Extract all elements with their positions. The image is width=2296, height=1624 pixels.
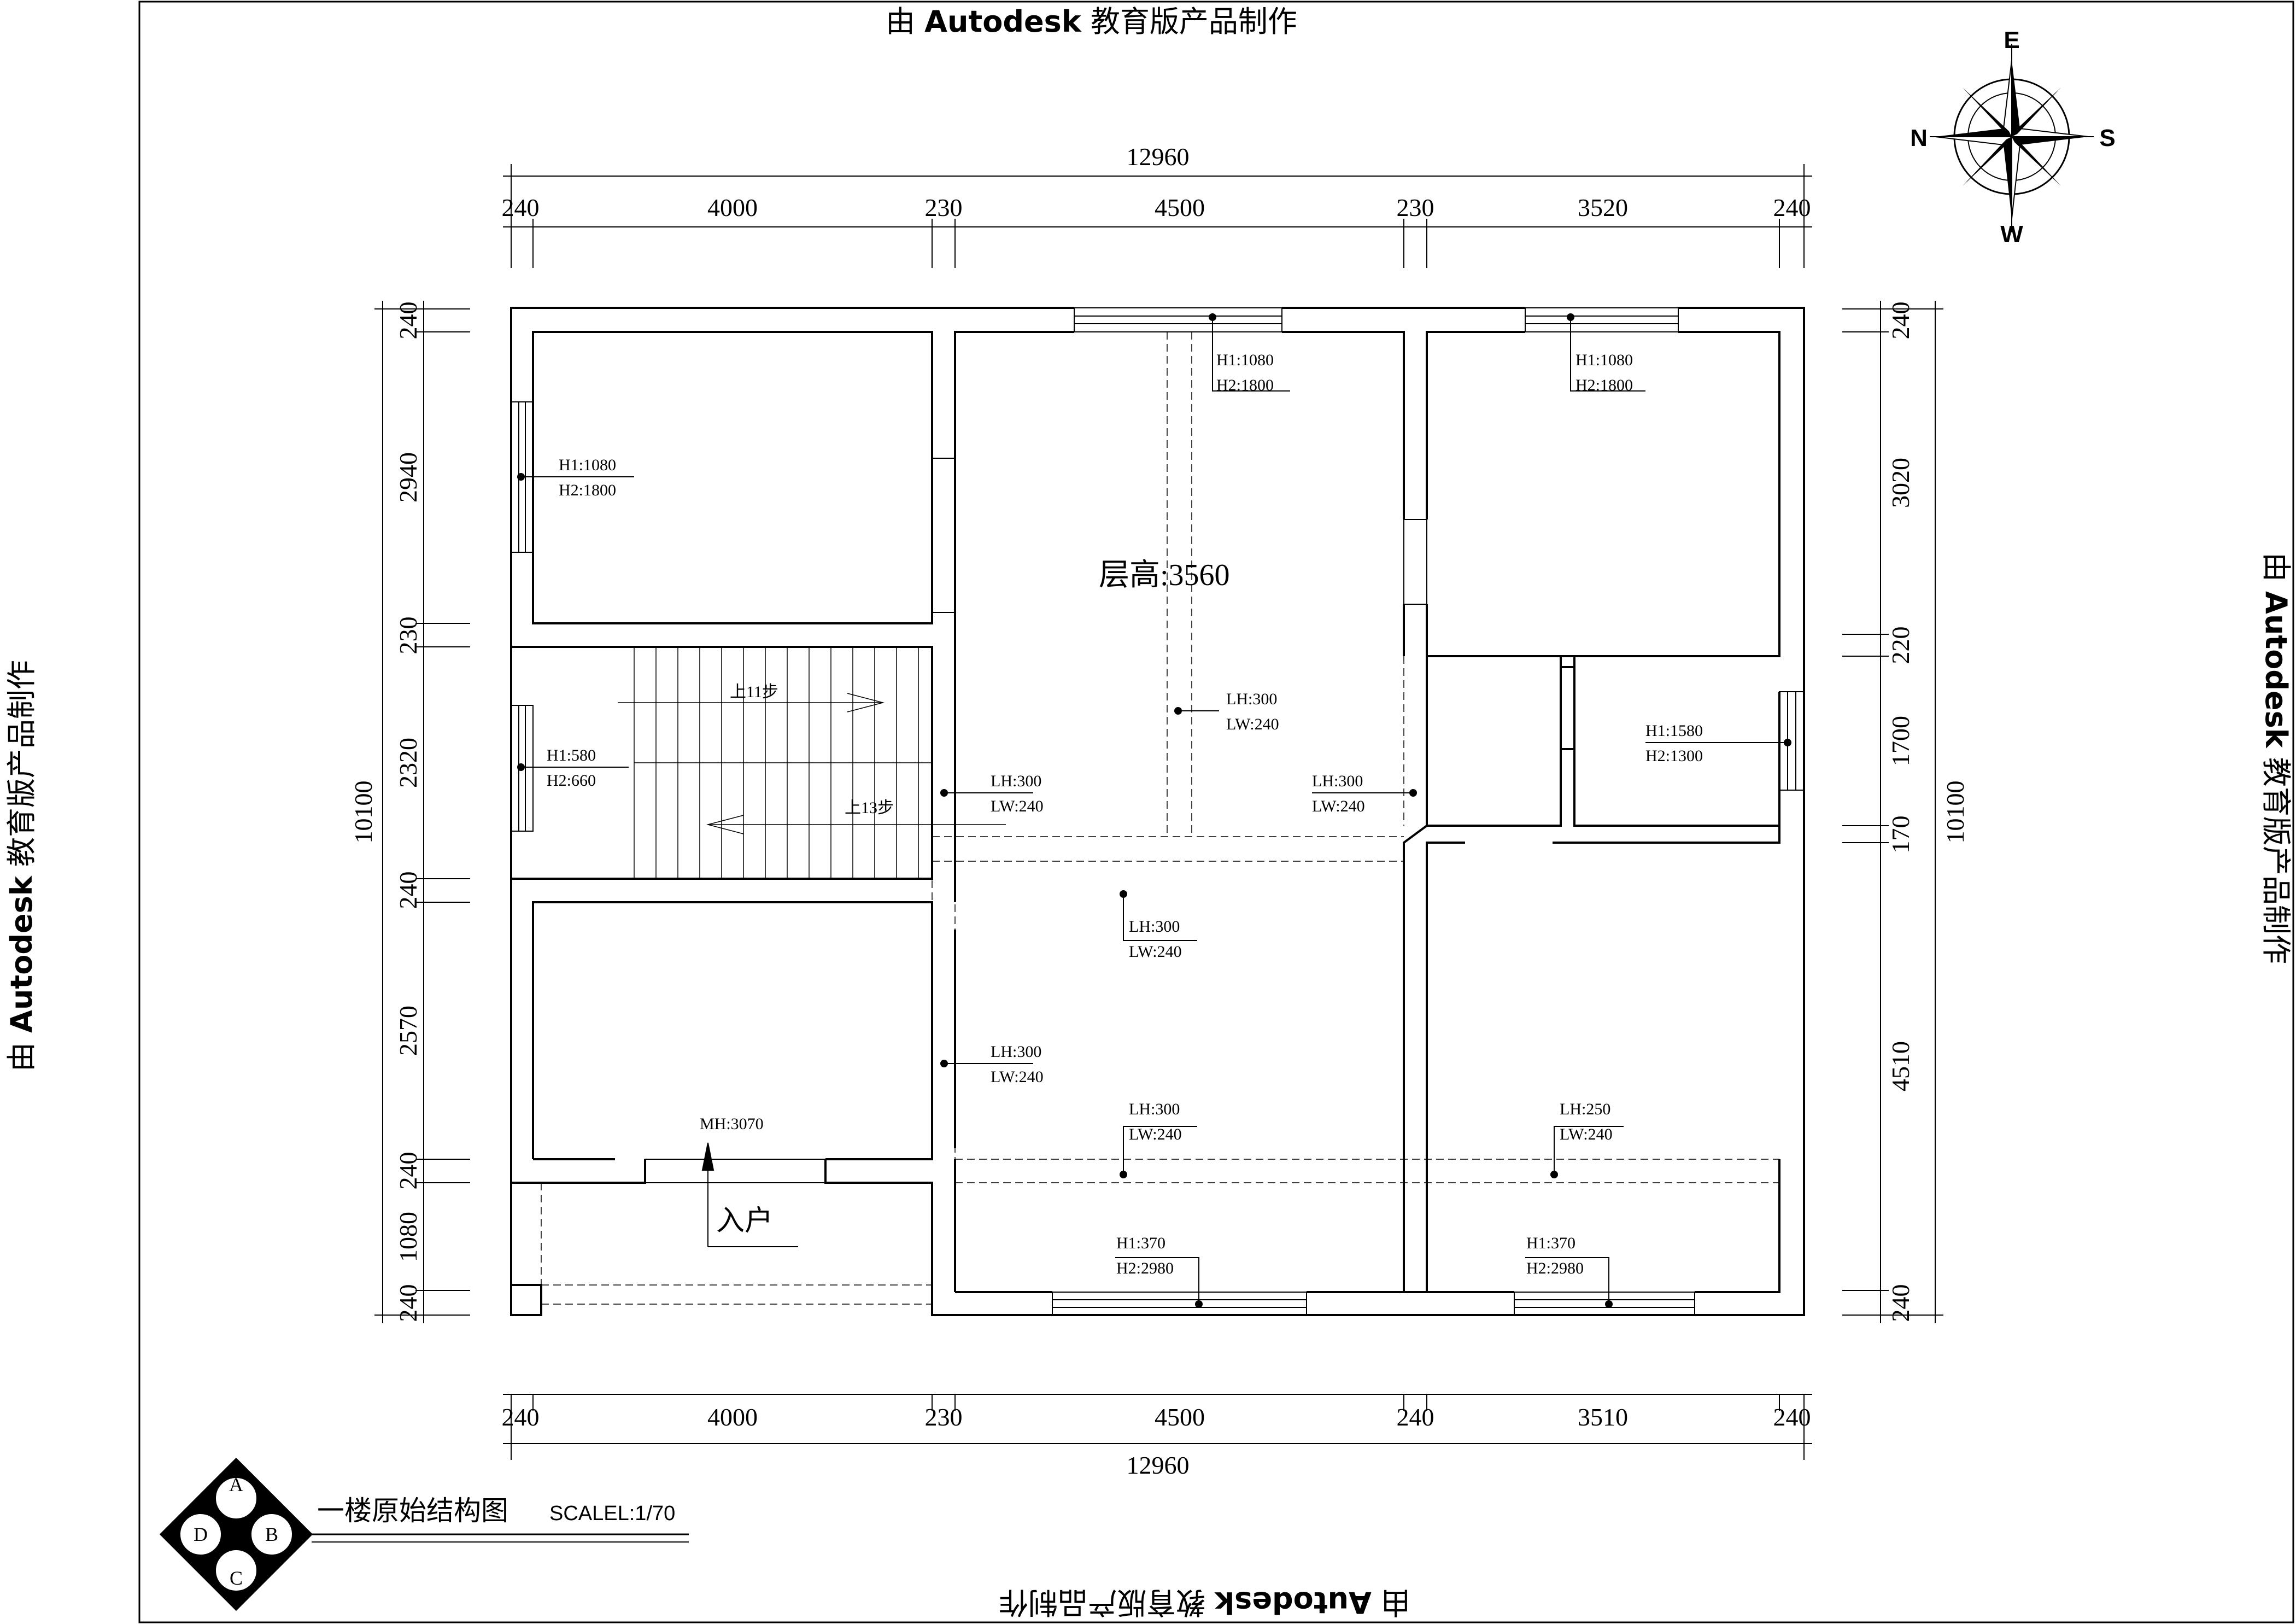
beam-lh: LH:300 xyxy=(1312,772,1363,790)
dim-left-seg: 1080 xyxy=(394,1212,422,1262)
beam-lh: LH:250 xyxy=(1560,1100,1610,1118)
beam-lines xyxy=(511,332,1779,1305)
beam-lw: LW:240 xyxy=(991,797,1044,815)
symbol-letter-d: D xyxy=(194,1523,208,1545)
compass-south-label: S xyxy=(2099,125,2115,151)
dim-bottom-seg: 240 xyxy=(502,1403,540,1431)
drawing-frame xyxy=(138,1,2294,1623)
dim-bottom-seg: 240 xyxy=(1397,1403,1434,1431)
window-h1: H1:370 xyxy=(1526,1234,1575,1252)
dim-top-total: 12960 xyxy=(1127,143,1190,171)
dim-top-seg: 230 xyxy=(925,194,963,221)
beam-lw: LW:240 xyxy=(1312,797,1365,815)
window-h1: H1:1080 xyxy=(1575,351,1633,369)
window-h2: H2:1800 xyxy=(559,481,616,499)
beam-lh: LH:300 xyxy=(991,1043,1041,1061)
dim-left-seg: 2940 xyxy=(394,452,422,503)
beam-points xyxy=(940,707,1558,1178)
beam-lh: LH:300 xyxy=(1129,918,1180,936)
window-h1: H1:580 xyxy=(547,746,596,764)
top-dimension-lines xyxy=(503,164,1812,268)
beam-lw: LW:240 xyxy=(1560,1125,1613,1143)
watermark-top: 由 Autodesk 教育版产品制作 xyxy=(886,4,1297,39)
beam-lh: LH:300 xyxy=(1226,690,1277,708)
compass-east-label: E xyxy=(2004,27,2019,54)
dim-right-seg: 4510 xyxy=(1887,1041,1914,1091)
title-symbol-icon xyxy=(159,1457,689,1611)
dim-right-seg: 240 xyxy=(1887,1284,1914,1322)
beam-leaders xyxy=(944,710,1624,1175)
window-h1: H1:1080 xyxy=(559,456,616,474)
dim-left-seg: 2320 xyxy=(394,738,422,788)
dim-bottom-total: 12960 xyxy=(1127,1451,1190,1479)
left-dimension-lines xyxy=(374,301,470,1323)
dim-left-seg: 2570 xyxy=(394,1006,422,1056)
right-dimension-lines xyxy=(1842,301,1943,1323)
dim-top-seg: 4500 xyxy=(1155,194,1205,221)
beam-lw: LW:240 xyxy=(1226,715,1279,733)
symbol-letter-b: B xyxy=(265,1523,278,1545)
dim-bottom-seg: 4000 xyxy=(707,1403,758,1431)
dim-bottom-seg: 4500 xyxy=(1155,1403,1205,1431)
dim-left-seg: 240 xyxy=(394,1152,422,1190)
window-h2: H2:2980 xyxy=(1116,1259,1174,1277)
beam-lw: LW:240 xyxy=(991,1068,1044,1086)
dim-left-seg: 240 xyxy=(394,1284,422,1322)
dim-top-seg: 230 xyxy=(1397,194,1434,221)
window-h1: H1:1580 xyxy=(1645,722,1703,740)
window-h1: H1:370 xyxy=(1116,1234,1165,1252)
symbol-letter-a: A xyxy=(229,1474,243,1496)
dim-right-seg: 220 xyxy=(1887,627,1914,664)
watermark-left: 由 Autodesk 教育版产品制作 xyxy=(4,660,39,1072)
dim-left-seg: 230 xyxy=(394,617,422,655)
window-h2: H2:2980 xyxy=(1526,1259,1584,1277)
dim-top-seg: 3520 xyxy=(1578,194,1628,221)
dim-bottom-seg: 230 xyxy=(925,1403,963,1431)
window-h2: H2:1800 xyxy=(1216,376,1274,394)
stairs-up-11-label: 上11步 xyxy=(730,683,778,701)
dim-right-seg: 240 xyxy=(1887,302,1914,340)
dim-top-seg: 240 xyxy=(502,194,540,221)
compass-north-label: N xyxy=(1910,125,1928,151)
beam-lh: LH:300 xyxy=(991,772,1041,790)
dim-right-seg: 3020 xyxy=(1887,458,1914,508)
bottom-dimension-lines xyxy=(503,1394,1812,1460)
symbol-letter-c: C xyxy=(230,1567,243,1589)
dim-bottom-seg: 3510 xyxy=(1578,1403,1628,1431)
window-h2: H2:660 xyxy=(547,772,596,790)
dim-left-seg: 240 xyxy=(394,302,422,340)
compass-rose-icon xyxy=(1930,44,2094,232)
dim-right-seg: 170 xyxy=(1887,816,1914,854)
dim-left-total: 10100 xyxy=(349,781,377,844)
stairs-up-13-label: 上13步 xyxy=(845,799,894,817)
window-h2: H2:1800 xyxy=(1575,376,1633,394)
door-height-label: MH:3070 xyxy=(700,1115,764,1133)
dim-top-seg: 240 xyxy=(1773,194,1811,221)
window-h1: H1:1080 xyxy=(1216,351,1274,369)
dim-bottom-seg: 240 xyxy=(1773,1403,1811,1431)
drawing-title: 一楼原始结构图 xyxy=(317,1496,508,1526)
entrance-label: 入户 xyxy=(716,1206,773,1237)
entrance-arrow-icon xyxy=(701,1142,798,1247)
window-h2: H2:1300 xyxy=(1645,747,1703,765)
dim-right-seg: 1700 xyxy=(1887,716,1914,766)
watermark-right: 由 Autodesk 教育版产品制作 xyxy=(2259,552,2293,964)
dim-top-seg: 4000 xyxy=(707,194,758,221)
dim-left-seg: 240 xyxy=(394,872,422,909)
compass-west-label: W xyxy=(2000,221,2023,248)
window-leaders xyxy=(521,317,1788,1304)
dim-right-total: 10100 xyxy=(1941,781,1969,844)
watermark-bottom: 由 Autodesk 教育版产品制作 xyxy=(999,1585,1410,1620)
beam-lw: LW:240 xyxy=(1129,943,1182,961)
beam-lh: LH:300 xyxy=(1129,1100,1180,1118)
drawing-scale: SCALEL:1/70 xyxy=(549,1502,675,1525)
windows xyxy=(511,307,1805,1316)
window-points xyxy=(517,313,1791,1308)
staircase xyxy=(618,647,1006,879)
floor-height-label: 层高:3560 xyxy=(1099,558,1230,592)
beam-lw: LW:240 xyxy=(1129,1125,1182,1143)
